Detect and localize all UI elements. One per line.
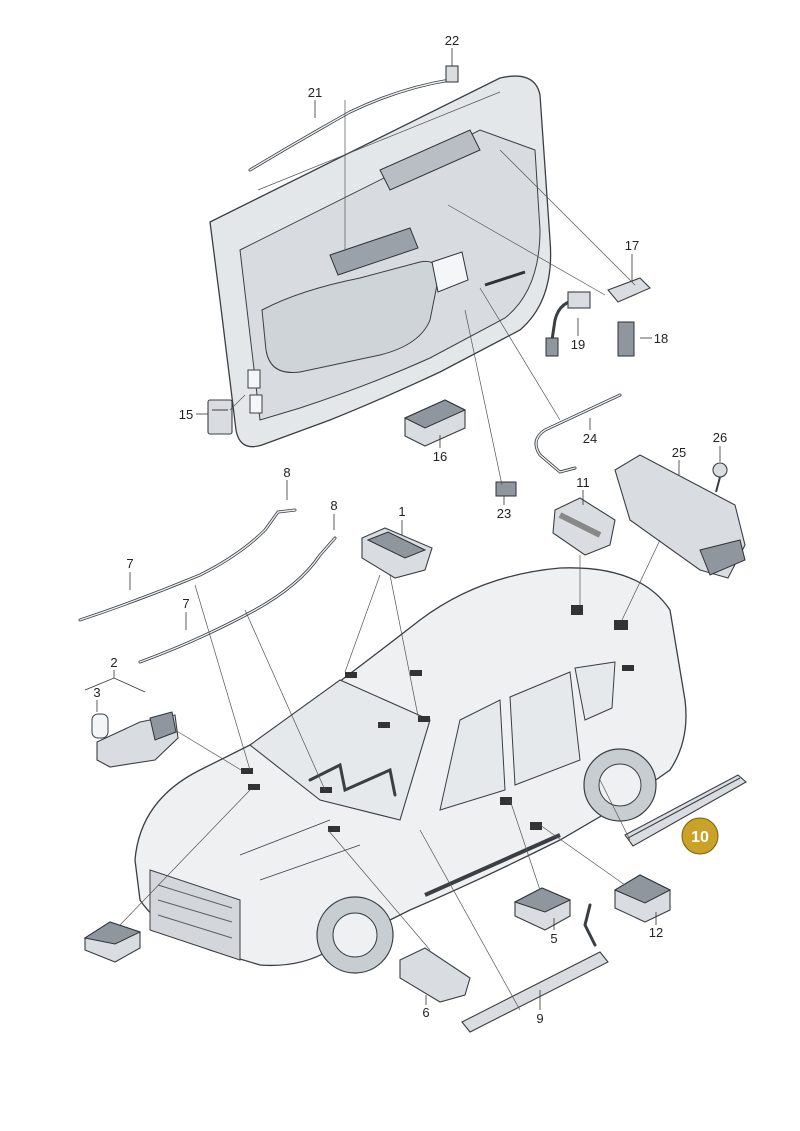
control-unit-16 — [403, 399, 467, 447]
leader-lines — [84, 48, 721, 1010]
label-part-2: 2 — [110, 655, 117, 670]
control-unit-5 — [513, 887, 572, 931]
label-part-3: 3 — [93, 685, 100, 700]
label-part-25: 25 — [672, 445, 686, 460]
lamp-6 — [399, 947, 471, 1003]
door-trim-panel — [209, 75, 552, 448]
label-part-1: 1 — [398, 504, 405, 519]
switch-part-15 — [207, 399, 233, 435]
sill-trim-9 — [461, 903, 609, 1033]
label-part-11: 11 — [576, 475, 590, 490]
screw-26 — [712, 462, 728, 493]
label-part-26: 26 — [713, 430, 727, 445]
control-unit-left — [83, 921, 142, 963]
label-part-7b: 7 — [182, 596, 189, 611]
part-number-labels: 1 2 3 5 6 7 7 8 8 9 10 11 12 15 16 17 18… — [93, 33, 727, 1026]
vehicle-body — [134, 567, 687, 974]
label-part-6: 6 — [422, 1005, 429, 1020]
label-part-9: 9 — [536, 1011, 543, 1026]
sensor-parts-17-18-19 — [545, 277, 651, 357]
control-unit-12 — [613, 874, 672, 923]
label-part-10: 10 — [691, 829, 709, 846]
highlight-badge-part-10: 10 — [681, 817, 719, 855]
label-part-16: 16 — [433, 449, 447, 464]
trim-strip-24 — [534, 393, 622, 474]
lamp-housing-2 — [96, 711, 179, 768]
label-part-12: 12 — [649, 925, 663, 940]
label-part-21: 21 — [308, 85, 322, 100]
label-part-5: 5 — [550, 931, 557, 946]
lamp-11 — [552, 497, 616, 556]
highlight-badge-circle — [681, 817, 719, 855]
label-part-19: 19 — [571, 337, 585, 352]
label-part-7a: 7 — [126, 556, 133, 571]
wiring-harness-7-8-upper — [78, 508, 297, 622]
bulb-3 — [91, 713, 109, 739]
label-part-8a: 8 — [283, 465, 290, 480]
wiring-harness-7-8-lower — [138, 536, 337, 664]
bulb-holder-23 — [495, 481, 517, 497]
label-part-15: 15 — [179, 407, 193, 422]
label-part-22: 22 — [445, 33, 459, 48]
label-part-18: 18 — [654, 331, 668, 346]
label-part-23: 23 — [497, 506, 511, 521]
interior-light-1 — [361, 527, 433, 579]
trim-strip-10 — [624, 774, 747, 847]
label-part-24: 24 — [583, 431, 597, 446]
label-part-8b: 8 — [330, 498, 337, 513]
guide-lines — [119, 100, 661, 1011]
label-part-17: 17 — [625, 238, 639, 253]
bracket-25 — [614, 454, 746, 579]
